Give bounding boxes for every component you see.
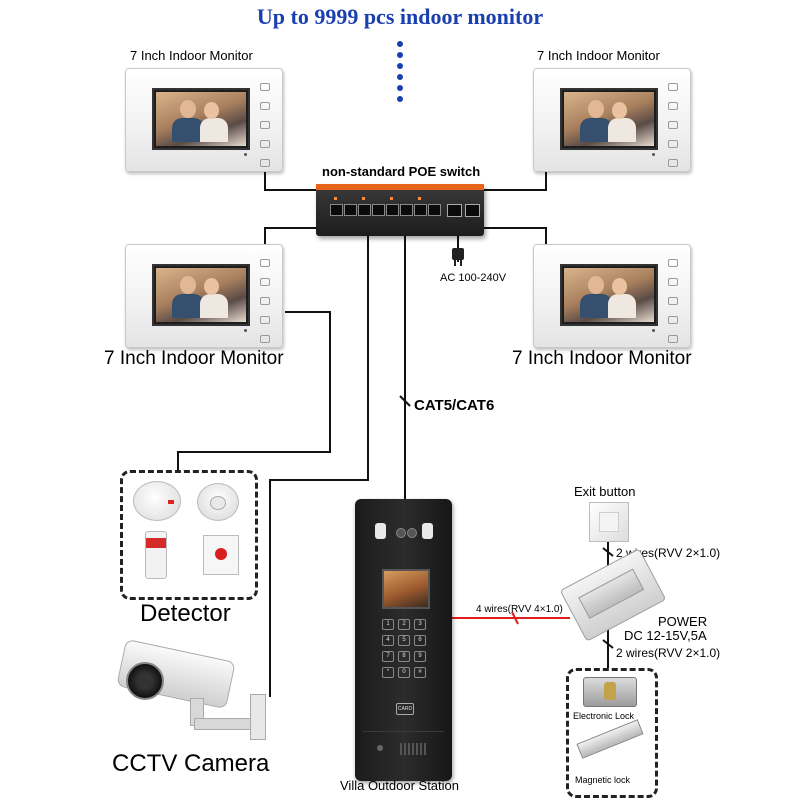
exit-button-icon xyxy=(589,502,629,542)
keypad-key[interactable]: 4 xyxy=(382,635,394,646)
outdoor-screen xyxy=(382,569,430,609)
cctv-label: CCTV Camera xyxy=(112,750,270,777)
lock-wires-label: 2 wires(RVV 2×1.0) xyxy=(616,646,721,660)
outdoor-wires-label: 4 wires(RVV 4×1.0) xyxy=(476,604,563,615)
more-monitors-dots xyxy=(397,41,403,102)
lock-group: Electronic Lock Magnetic lock xyxy=(566,668,658,798)
monitor-label-mid-right: 7 Inch Indoor Monitor xyxy=(512,348,692,369)
card-reader: CARD xyxy=(396,703,414,715)
keypad-key[interactable]: # xyxy=(414,667,426,678)
detector-group xyxy=(120,470,258,600)
keypad-key[interactable]: * xyxy=(382,667,394,678)
poe-switch xyxy=(316,184,484,236)
keypad-key[interactable]: 8 xyxy=(398,651,410,662)
keypad-key[interactable]: 2 xyxy=(398,619,410,630)
outdoor-station-label: Villa Outdoor Station xyxy=(340,778,459,793)
detector-label: Detector xyxy=(140,600,231,627)
magnetic-lock-label: Magnetic lock xyxy=(575,775,631,785)
switch-label: non-standard POE switch xyxy=(322,164,481,179)
diagram-title: Up to 9999 pcs indoor monitor xyxy=(256,4,544,29)
keypad-key[interactable]: 9 xyxy=(414,651,426,662)
heat-detector-icon xyxy=(197,483,239,521)
power-spec: DC 12-15V,5A xyxy=(624,628,707,643)
indoor-monitor-top-left xyxy=(125,68,283,172)
indoor-monitor-mid-left xyxy=(125,244,283,348)
electronic-lock-icon xyxy=(583,677,637,707)
keypad-key[interactable]: 7 xyxy=(382,651,394,662)
pir-sensor-icon xyxy=(145,531,167,579)
monitor-label-mid-left: 7 Inch Indoor Monitor xyxy=(104,348,284,369)
monitor-label-top-right: 7 Inch Indoor Monitor xyxy=(537,48,660,63)
emergency-button-icon xyxy=(203,535,239,575)
exit-button-label: Exit button xyxy=(574,484,636,499)
keypad-key[interactable]: 1 xyxy=(382,619,394,630)
smoke-detector-icon xyxy=(133,481,181,521)
power-title: POWER xyxy=(658,614,708,629)
ac-power-label: AC 100-240V xyxy=(440,272,507,284)
keypad-key[interactable]: 0 xyxy=(398,667,410,678)
speaker-grille xyxy=(400,743,428,755)
cctv-camera-icon xyxy=(112,638,272,750)
indoor-monitor-top-right xyxy=(533,68,691,172)
indoor-monitor-mid-right xyxy=(533,244,691,348)
keypad-key[interactable]: 6 xyxy=(414,635,426,646)
cable-label: CAT5/CAT6 xyxy=(414,397,495,414)
electronic-lock-label: Electronic Lock xyxy=(573,711,635,721)
keypad-key[interactable]: 3 xyxy=(414,619,426,630)
keypad-key[interactable]: 5 xyxy=(398,635,410,646)
magnetic-lock-icon xyxy=(576,719,644,759)
monitor-label-top-left: 7 Inch Indoor Monitor xyxy=(130,48,253,63)
ac-plug-icon xyxy=(452,248,464,266)
